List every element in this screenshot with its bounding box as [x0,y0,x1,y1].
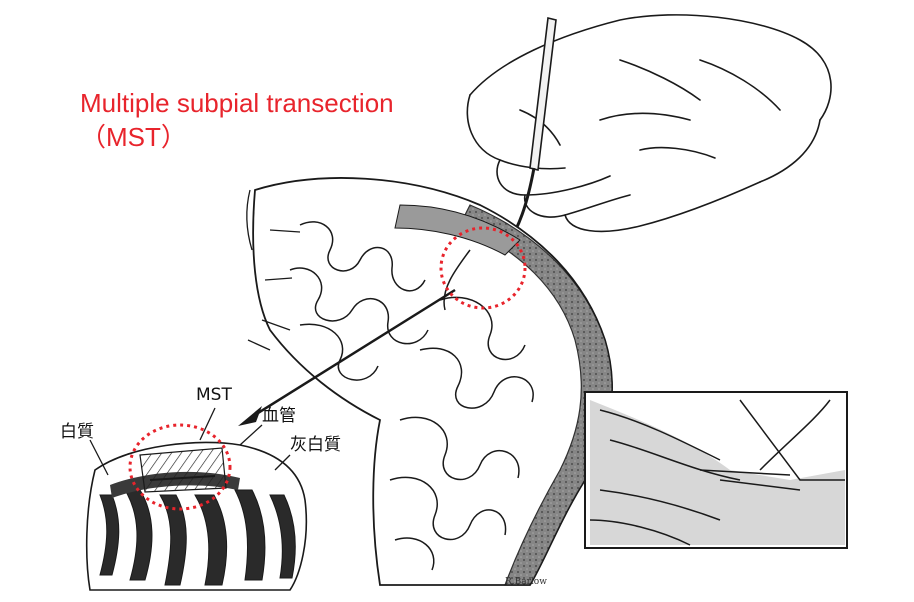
pointer-arrow [238,288,456,426]
label-mst: MST [196,385,232,405]
label-blood-vessel: 血管 [262,406,296,426]
cross-section-detail [85,407,308,591]
inset-view [584,391,848,549]
label-white-matter: 白質 [60,422,94,442]
artist-signature: R.Barlow [505,577,547,587]
hand [466,14,832,233]
title-line-2: （MST） [80,122,187,152]
highlight-circle-detail [128,423,232,511]
label-gray-white-matter: 灰白質 [290,435,341,455]
title-line-1: Multiple subpial transection [80,88,394,118]
brain-section [246,177,613,586]
figure-title: Multiple subpial transection （MST） [80,86,394,154]
highlight-circle-main [439,226,527,310]
